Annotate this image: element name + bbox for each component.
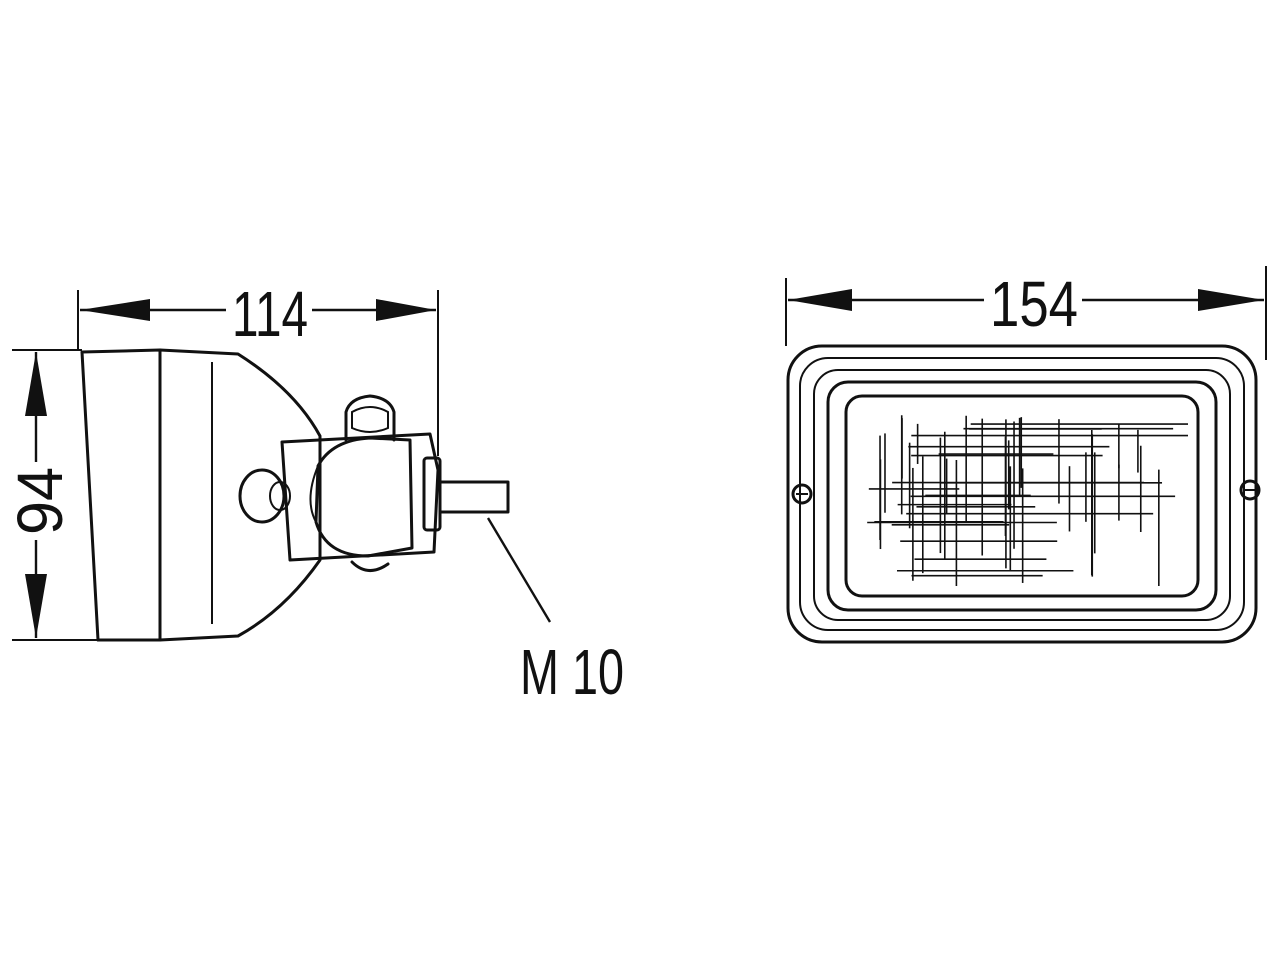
height-arrow-bottom: [25, 574, 47, 638]
swivel-joint: [314, 436, 414, 558]
depth-arrow-right: [376, 299, 436, 321]
width-arrow-right: [1198, 289, 1264, 311]
thread-leader-line: [486, 517, 552, 623]
lens: [844, 394, 1200, 598]
bracket-foot: [350, 560, 390, 572]
frame-outer: [786, 344, 1258, 644]
height-label: 94: [4, 467, 76, 535]
swivel-joint-inner: [309, 465, 319, 523]
screw-right-icon: [1239, 479, 1261, 501]
screw-left-icon: [791, 483, 813, 505]
top-nut: [344, 394, 396, 442]
thread-label: M 10: [520, 636, 624, 708]
frame-ring-4: [826, 380, 1218, 612]
lamp-housing-side: [80, 348, 322, 642]
adjust-knob-cap: [269, 481, 291, 511]
side-view: M 10 114 94: [4, 278, 624, 708]
width-label: 154: [990, 268, 1078, 340]
height-arrow-top: [25, 352, 47, 416]
mounting-bracket: [280, 432, 440, 562]
threaded-stud: [438, 480, 510, 514]
top-nut-head: [351, 406, 389, 433]
lens-pattern: [867, 415, 1188, 586]
front-view: 154: [785, 266, 1267, 644]
depth-label: 114: [232, 278, 308, 350]
adjust-knob: [238, 468, 286, 524]
frame-ring-3: [813, 369, 1231, 621]
depth-arrow-left: [80, 299, 150, 321]
width-arrow-left: [788, 289, 852, 311]
